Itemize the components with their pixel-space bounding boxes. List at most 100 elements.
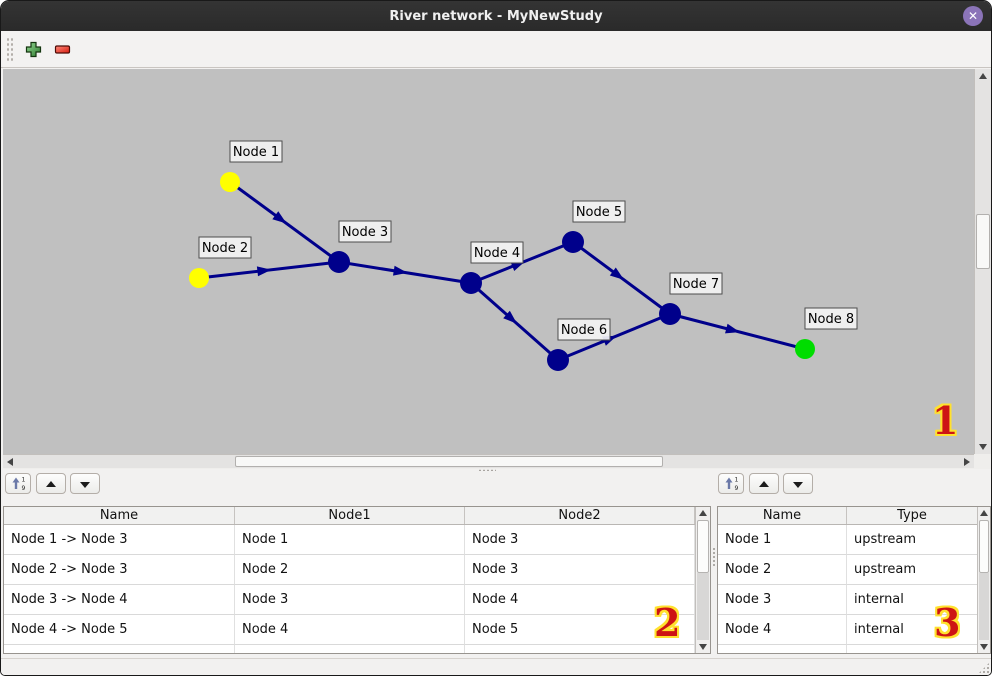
table-cell: upstream — [847, 525, 977, 555]
node-label[interactable]: Node 3 — [338, 220, 392, 243]
table-row[interactable] — [718, 645, 977, 653]
table-cell — [465, 645, 695, 653]
svg-text:Node 3: Node 3 — [342, 225, 388, 240]
remove-node-button[interactable] — [52, 39, 72, 59]
table-cell: Node 1 — [235, 525, 465, 555]
window-title: River network - MyNewStudy — [389, 8, 603, 24]
svg-text:Node 4: Node 4 — [474, 246, 520, 261]
svg-text:Node 6: Node 6 — [561, 323, 607, 338]
nodes-table-scrollbar[interactable] — [977, 507, 990, 653]
nodes-move-down-button[interactable] — [783, 473, 813, 494]
scroll-up-arrow-icon[interactable] — [696, 507, 710, 519]
network-node[interactable] — [795, 339, 815, 359]
table-cell: Node 3 -> Node 4 — [4, 585, 235, 615]
network-node[interactable] — [562, 231, 584, 253]
node-label[interactable]: Node 7 — [669, 272, 723, 295]
scroll-left-arrow-icon[interactable] — [3, 455, 17, 468]
add-node-button[interactable] — [23, 39, 43, 59]
table-cell: Node 4 — [465, 585, 695, 615]
scroll-up-arrow-icon[interactable] — [978, 507, 990, 519]
scroll-right-arrow-icon[interactable] — [960, 455, 974, 468]
window-resize-grip[interactable] — [978, 662, 990, 674]
sort-ascending-icon: 1 9 — [12, 477, 25, 491]
svg-text:Node 1: Node 1 — [233, 145, 279, 160]
column-header[interactable]: Node2 — [465, 507, 695, 524]
network-node[interactable] — [220, 172, 240, 192]
column-header[interactable]: Name — [718, 507, 847, 524]
connections-move-up-button[interactable] — [36, 473, 66, 494]
river-network-diagram: Node 1 Node 2 Node 3 Node 4 Node 5 Node 6 Node… — [189, 140, 858, 371]
table-row[interactable] — [4, 645, 695, 653]
table-cell: Node 1 — [718, 525, 847, 555]
node-label[interactable]: Node 6 — [557, 318, 611, 341]
table-cell: Node 1 -> Node 3 — [4, 525, 235, 555]
column-header[interactable]: Name — [4, 507, 235, 524]
network-node[interactable] — [547, 349, 569, 371]
table-cell: Node 2 — [718, 555, 847, 585]
network-canvas[interactable]: Node 1 Node 2 Node 3 Node 4 Node 5 Node 6 Node… — [3, 69, 974, 454]
plus-icon — [25, 41, 41, 57]
canvas-vertical-scrollbar[interactable] — [974, 69, 991, 454]
table-cell — [847, 645, 977, 653]
connections-table-scrollbar[interactable] — [695, 507, 710, 653]
table-cell: Node 3 — [718, 585, 847, 615]
table-cell: internal — [847, 615, 977, 645]
minus-icon — [54, 44, 70, 54]
network-node[interactable] — [659, 303, 681, 325]
node-label[interactable]: Node 5 — [572, 200, 626, 223]
scroll-down-arrow-icon[interactable] — [978, 641, 990, 653]
scrollbar-thumb[interactable] — [979, 520, 989, 573]
connections-move-down-button[interactable] — [70, 473, 100, 494]
main-toolbar — [1, 31, 991, 68]
svg-text:9: 9 — [734, 485, 738, 491]
network-node[interactable] — [328, 251, 350, 273]
node-label[interactable]: Node 2 — [198, 236, 252, 259]
table-cell — [718, 645, 847, 653]
table-cell: internal — [847, 585, 977, 615]
nodes-move-up-button[interactable] — [749, 473, 779, 494]
svg-text:9: 9 — [21, 485, 25, 491]
network-node[interactable] — [189, 268, 209, 288]
down-arrow-icon — [80, 481, 90, 488]
column-header[interactable]: Node1 — [235, 507, 465, 524]
node-label[interactable]: Node 1 — [229, 140, 283, 163]
toolbar-drag-handle[interactable] — [6, 37, 14, 61]
scroll-up-arrow-icon[interactable] — [975, 69, 991, 83]
table-pane-splitter[interactable] — [712, 547, 716, 567]
up-arrow-icon — [46, 480, 56, 487]
scroll-down-arrow-icon[interactable] — [975, 440, 991, 454]
horizontal-scrollbar-thumb[interactable] — [235, 456, 663, 467]
canvas-container: Node 1 Node 2 Node 3 Node 4 Node 5 Node 6 Node… — [3, 69, 991, 469]
close-icon: ✕ — [967, 9, 979, 23]
table-cell: Node 2 -> Node 3 — [4, 555, 235, 585]
svg-text:Node 7: Node 7 — [673, 277, 719, 292]
column-header[interactable]: Type — [847, 507, 978, 524]
table-cell: upstream — [847, 555, 977, 585]
node-label[interactable]: Node 8 — [804, 307, 858, 330]
close-button[interactable]: ✕ — [963, 6, 983, 26]
canvas-horizontal-scrollbar[interactable] — [3, 454, 974, 468]
scrollbar-thumb[interactable] — [697, 520, 709, 573]
network-node[interactable] — [460, 272, 482, 294]
titlebar: River network - MyNewStudy ✕ — [1, 1, 991, 31]
vertical-scrollbar-thumb[interactable] — [976, 214, 990, 269]
up-arrow-icon — [759, 480, 769, 487]
node-label[interactable]: Node 4 — [470, 241, 524, 264]
nodes-sort-button[interactable]: 1 9 — [718, 473, 744, 494]
connections-sort-button[interactable]: 1 9 — [5, 473, 31, 494]
table-cell: Node 3 — [235, 585, 465, 615]
scroll-down-arrow-icon[interactable] — [696, 641, 710, 653]
edge-arrow-icon — [510, 261, 526, 272]
